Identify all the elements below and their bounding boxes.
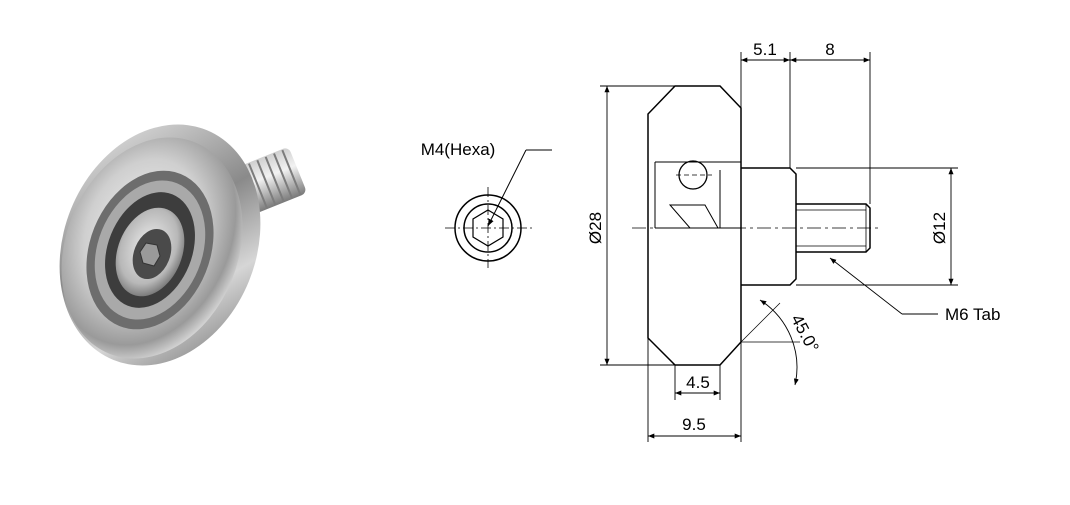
dim-diameter-28-label: Ø28 [586, 212, 605, 244]
dim-8-label: 8 [825, 40, 834, 59]
dimension-lines [600, 52, 958, 442]
dim-diameter-12-label: Ø12 [930, 212, 949, 244]
hexa-leader-line [487, 149, 552, 227]
dim-9-5-label: 9.5 [682, 415, 706, 434]
dim-45-degree-label: 45.0° [787, 311, 823, 355]
dim-4-5-label: 4.5 [686, 373, 710, 392]
m6-thread-callout: M6 Tab [945, 305, 1000, 324]
dim-5-1-label: 5.1 [753, 40, 777, 59]
hexa-socket-label: M4(Hexa) [421, 140, 496, 159]
side-view [632, 85, 882, 366]
front-view [445, 149, 552, 268]
roller-3d-render [59, 124, 306, 366]
